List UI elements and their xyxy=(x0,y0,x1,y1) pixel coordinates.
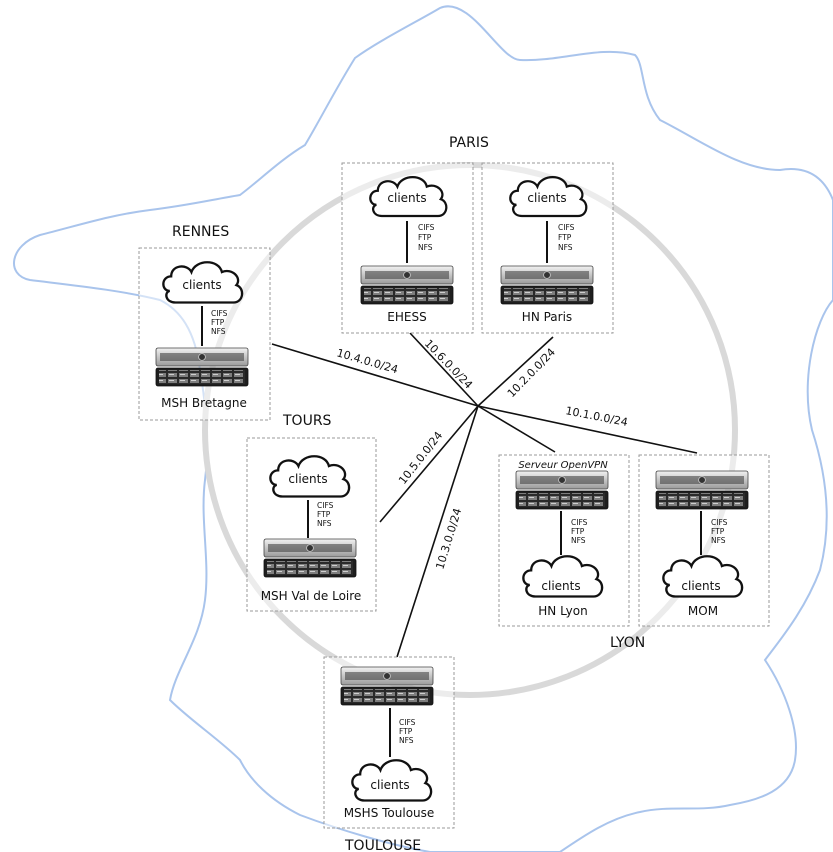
site-name: HN Lyon xyxy=(538,604,587,618)
protocol-label: CIFS xyxy=(211,309,228,318)
clients-label: clients xyxy=(182,278,221,292)
site-name: MSHS Toulouse xyxy=(344,806,435,820)
protocol-label: NFS xyxy=(211,327,226,336)
protocol-label: NFS xyxy=(418,243,433,252)
clients-label: clients xyxy=(681,579,720,593)
subnet-label-rennes: 10.4.0.0/24 xyxy=(335,346,399,376)
site-name: HN Paris xyxy=(522,310,572,324)
protocol-label: CIFS xyxy=(418,223,435,232)
city-label-tours: TOURS xyxy=(282,413,332,429)
site-box-ehess: clients CIFS FTP NFS EHESS xyxy=(341,162,474,334)
site-box-msh-bretagne: clients CIFS FTP NFS MSH Bretagne xyxy=(138,247,271,421)
link-rennes xyxy=(271,343,479,407)
protocol-label: NFS xyxy=(399,736,414,745)
link-hn-paris xyxy=(477,336,554,407)
site-box-hn-paris: clients CIFS FTP NFS HN Paris xyxy=(481,162,614,334)
clients-label: clients xyxy=(527,191,566,205)
subnet-label-tours: 10.5.0.0/24 xyxy=(396,429,445,487)
vpn-links xyxy=(271,332,698,658)
site-name: MSH Val de Loire xyxy=(261,589,362,603)
protocol-label: FTP xyxy=(558,233,572,242)
site-name: MOM xyxy=(688,604,718,618)
site-box-mom: CIFS FTP NFS clients MOM xyxy=(638,454,770,627)
link-toulouse xyxy=(396,405,479,658)
protocol-label: FTP xyxy=(211,318,225,327)
site-name: MSH Bretagne xyxy=(161,396,247,410)
protocol-label: FTP xyxy=(418,233,432,242)
protocol-label: NFS xyxy=(571,536,586,545)
protocol-label: NFS xyxy=(711,536,726,545)
clients-label: clients xyxy=(387,191,426,205)
site-box-msh-val-de-loire: clients CIFS FTP NFS MSH Val de Loire xyxy=(246,437,377,612)
protocol-label: FTP xyxy=(399,727,413,736)
subnet-label-mom: 10.1.0.0/24 xyxy=(564,404,629,429)
link-ehess xyxy=(409,332,479,407)
protocol-label: FTP xyxy=(571,527,585,536)
link-tours xyxy=(379,405,479,523)
link-mom xyxy=(477,405,698,454)
city-label-toulouse: TOULOUSE xyxy=(344,838,421,852)
protocol-label: CIFS xyxy=(558,223,575,232)
protocol-label: CIFS xyxy=(571,518,588,527)
city-label-lyon: LYON xyxy=(610,635,645,651)
clients-label: clients xyxy=(541,579,580,593)
city-label-rennes: RENNES xyxy=(172,224,229,240)
openvpn-server-label: Serveur OpenVPN xyxy=(518,460,608,471)
protocol-label: FTP xyxy=(711,527,725,536)
site-name: EHESS xyxy=(387,310,426,324)
city-label-paris: PARIS xyxy=(449,135,489,151)
site-box-hn-lyon: Serveur OpenVPN CIFS FTP NFS clients HN … xyxy=(498,454,630,627)
clients-label: clients xyxy=(288,472,327,486)
protocol-label: CIFS xyxy=(317,501,334,510)
protocol-label: NFS xyxy=(558,243,573,252)
protocol-label: FTP xyxy=(317,510,331,519)
subnet-label-ehess: 10.6.0.0/24 xyxy=(422,337,475,391)
france-map-outline xyxy=(13,5,833,852)
protocol-label: CIFS xyxy=(399,718,416,727)
protocol-label: NFS xyxy=(317,519,332,528)
subnet-label-toulouse: 10.3.0.0/24 xyxy=(433,507,464,571)
clients-label: clients xyxy=(370,778,409,792)
protocol-label: CIFS xyxy=(711,518,728,527)
subnet-label-hn-paris: 10.2.0.0/24 xyxy=(505,346,558,400)
link-hn-lyon xyxy=(477,405,556,453)
site-box-mshs-toulouse: CIFS FTP NFS clients MSHS Toulouse xyxy=(323,656,455,829)
